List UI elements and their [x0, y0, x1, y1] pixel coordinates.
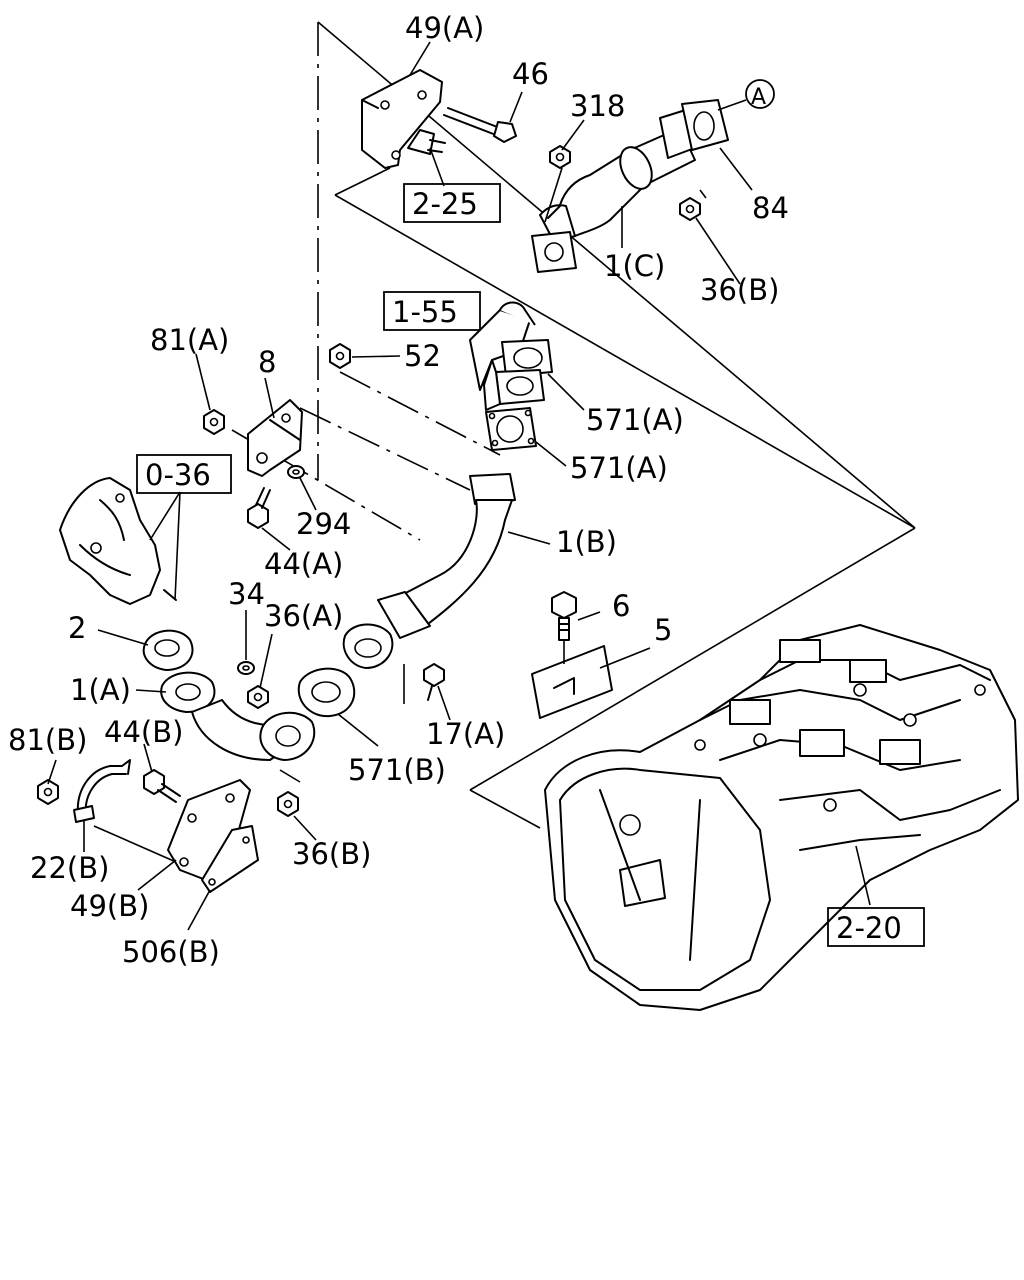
transmission-2-20 — [544, 624, 1019, 1011]
bolt-17a — [403, 663, 445, 704]
label-571a-1: 571(A) — [586, 403, 684, 437]
leader-lines — [47, 41, 753, 931]
ref-box-2-25 — [403, 183, 501, 223]
label-49b: 49(B) — [70, 889, 149, 923]
label-5: 5 — [654, 613, 672, 647]
ref-0-36: 0-36 — [145, 458, 211, 492]
gasket-84 — [681, 99, 729, 151]
label-318: 318 — [570, 89, 625, 123]
bolt-44b — [143, 769, 181, 803]
label-1b: 1(B) — [556, 525, 617, 559]
bolt-44a — [247, 487, 271, 529]
label-44b: 44(B) — [104, 715, 183, 749]
gasket-571b — [297, 667, 356, 718]
label-8: 8 — [258, 345, 276, 379]
washer-34 — [237, 661, 255, 675]
ref-2-20: 2-20 — [836, 911, 902, 945]
nut-36b-top — [679, 197, 701, 221]
manifold-0-36 — [59, 477, 177, 605]
ref-box-0-36 — [136, 454, 232, 494]
washer-294 — [287, 465, 305, 479]
label-84: 84 — [752, 191, 789, 225]
label-44a: 44(A) — [264, 547, 343, 581]
nut-318 — [549, 145, 571, 169]
bolt-506b — [201, 825, 259, 893]
label-571a-2: 571(A) — [570, 451, 668, 485]
bracket-49a — [361, 69, 443, 169]
nut-36a — [247, 685, 269, 709]
label-34: 34 — [228, 577, 265, 611]
ref-box-1-55 — [383, 291, 481, 331]
pipe-1b — [342, 473, 516, 669]
label-52: 52 — [404, 339, 441, 373]
label-17a: 17(A) — [426, 717, 505, 751]
nut-81b — [37, 779, 59, 805]
plate-5 — [531, 640, 613, 719]
bracket-8 — [247, 399, 303, 477]
label-1c: 1(C) — [604, 249, 665, 283]
label-1a: 1(A) — [70, 673, 131, 707]
nut-81a — [203, 409, 225, 435]
label-294: 294 — [296, 507, 351, 541]
pipe-1a — [160, 671, 316, 761]
gasket-2 — [142, 629, 194, 671]
bolt-6 — [551, 591, 577, 641]
nut-52 — [329, 343, 351, 369]
gasket-571a-2 — [485, 407, 537, 451]
label-2: 2 — [68, 611, 86, 645]
callout-a-circle — [745, 79, 775, 109]
bracket-49b — [167, 779, 251, 881]
label-506b: 506(B) — [122, 935, 220, 969]
ref-box-2-20 — [827, 907, 925, 947]
converter-1c — [531, 107, 701, 273]
label-36b-top: 36(B) — [700, 273, 779, 307]
label-22b: 22(B) — [30, 851, 109, 885]
label-36b-bottom: 36(B) — [292, 837, 371, 871]
label-81b: 81(B) — [8, 723, 87, 757]
ref-1-55: 1-55 — [392, 295, 458, 329]
reference-boxes: 2-25 1-55 0-36 2-20 — [136, 183, 925, 947]
flange-stack-1-55 — [469, 301, 553, 411]
label-81a: 81(A) — [150, 323, 229, 357]
ref-2-25: 2-25 — [412, 187, 478, 221]
nut-36b-bottom — [277, 791, 299, 817]
clamp-22b — [73, 759, 131, 823]
label-6: 6 — [612, 589, 630, 623]
label-49a: 49(A) — [405, 11, 484, 45]
bolt-2-25 — [407, 129, 446, 155]
part-labels: 49(A) 46 318 A 84 1(C) 36(B) 81(A) 8 52 … — [8, 11, 789, 969]
bolt-46 — [443, 107, 517, 143]
label-46: 46 — [512, 57, 549, 91]
label-571b: 571(B) — [348, 753, 446, 787]
label-36a: 36(A) — [264, 599, 343, 633]
label-a: A — [751, 85, 766, 110]
